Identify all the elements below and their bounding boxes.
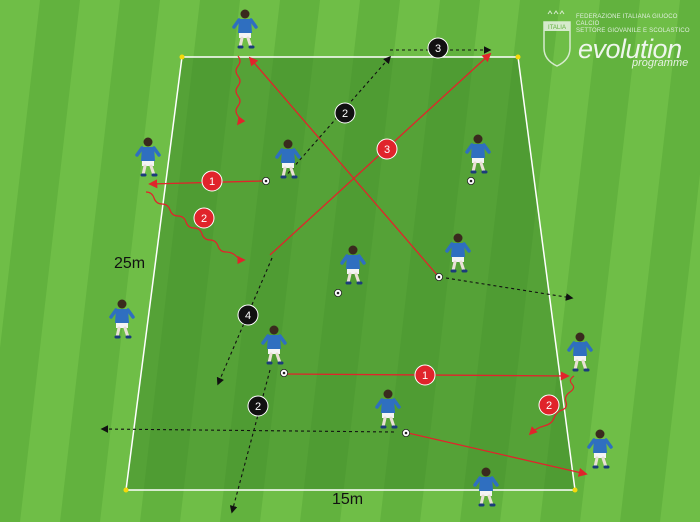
marker-black: 4 — [237, 304, 259, 326]
marker-red: 3 — [376, 138, 398, 160]
ball — [434, 272, 444, 282]
pass-arrow — [248, 56, 439, 277]
marker-red: 2 — [538, 394, 560, 416]
step-markers: 1 2 3 2 4 1 2 2 — [193, 37, 560, 417]
marker-black: 2 — [334, 102, 356, 124]
cones — [123, 54, 578, 493]
svg-text:3: 3 — [384, 144, 390, 156]
brand-evolution: evolution — [578, 34, 682, 64]
length-label: 25m — [114, 255, 146, 272]
svg-text:2: 2 — [342, 108, 348, 120]
marker-red: 2 — [193, 207, 215, 229]
ball — [401, 428, 411, 438]
svg-text:2: 2 — [201, 213, 207, 225]
cone — [179, 54, 185, 60]
red-dribbles — [145, 55, 575, 436]
svg-text:4: 4 — [245, 310, 251, 322]
svg-text:ITALIA: ITALIA — [548, 25, 566, 31]
svg-text:3: 3 — [435, 43, 441, 55]
ball — [279, 368, 289, 378]
svg-text:2: 2 — [255, 401, 261, 413]
cone — [515, 54, 521, 60]
ball — [261, 176, 271, 186]
run-arrow — [100, 425, 395, 433]
pass-arrow — [407, 432, 588, 477]
marker-black: 3 — [427, 37, 449, 59]
cone — [572, 487, 578, 493]
marker-black: 2 — [247, 395, 269, 417]
marker-red: 1 — [414, 364, 436, 386]
figc-shield-logo: ITALIA — [543, 10, 571, 67]
ball — [466, 176, 476, 186]
dribble-arrow — [145, 191, 246, 265]
marker-red: 1 — [201, 170, 223, 192]
dribble-arrow — [235, 55, 246, 126]
ball — [333, 288, 343, 298]
svg-text:2: 2 — [546, 400, 552, 412]
run-arrow — [229, 369, 271, 514]
dribble-arrow — [528, 375, 575, 436]
svg-text:1: 1 — [209, 176, 215, 188]
logo: FEDERAZIONE ITALIANA GIUOCO CALCIO SETTO… — [540, 12, 700, 72]
brand-programme: programme — [632, 57, 689, 69]
federation-text: FEDERAZIONE ITALIANA GIUOCO CALCIO SETTO… — [576, 14, 690, 34]
svg-text:1: 1 — [422, 370, 428, 382]
cone — [123, 487, 129, 493]
width-label: 15m — [332, 491, 364, 508]
